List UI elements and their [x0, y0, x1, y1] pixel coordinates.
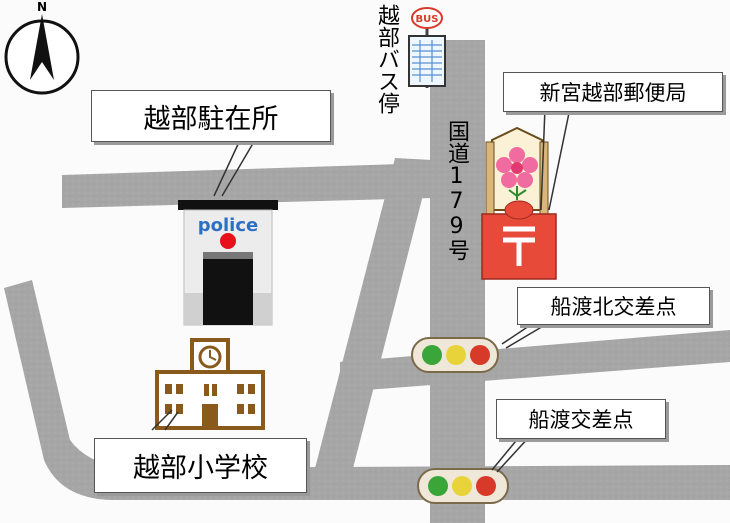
roads [4, 40, 730, 523]
flower-icon [496, 147, 538, 200]
police-door [203, 252, 253, 325]
school-label: 越部小学校 [94, 438, 307, 493]
bus-stop-sign: BUS [408, 7, 446, 88]
police-box: police [178, 200, 278, 326]
road-upper-horizontal [62, 163, 432, 208]
post-office [481, 126, 557, 280]
signal-red-icon [470, 345, 490, 365]
bus-sign-label: BUS [416, 14, 439, 25]
north-crossing-label: 船渡北交差点 [517, 287, 710, 325]
police-roof [178, 200, 278, 210]
compass-needle-icon [30, 14, 54, 80]
signal-yellow-icon [446, 345, 466, 365]
police-sign-text: police [198, 215, 258, 236]
bus-sign-head [411, 7, 443, 29]
signal-green-icon [422, 345, 442, 365]
signal-red-icon [476, 476, 496, 496]
road-left-curve [4, 280, 730, 500]
post-office-label: 新宮越部郵便局 [503, 72, 723, 112]
signal-yellow-icon [452, 476, 472, 496]
signal-green-icon [428, 476, 448, 496]
signal-north [411, 337, 499, 373]
route-179-label: 国道179号 [444, 120, 469, 261]
road-middle-horizontal [340, 330, 730, 392]
post-mark-icon [503, 226, 535, 266]
compass-north-label: N [37, 0, 47, 14]
compass: N [4, 0, 80, 95]
signal-south [417, 468, 509, 504]
road-route-179 [430, 40, 485, 523]
school-building [155, 338, 265, 430]
bus-stop-label: 越部バス停 [374, 4, 399, 114]
crossing-label: 船渡交差点 [496, 399, 666, 439]
road-diagonal [312, 158, 432, 480]
police-box-label: 越部駐在所 [91, 90, 331, 142]
callout-pointers [151, 107, 571, 473]
police-lamp-icon [220, 233, 236, 249]
bus-timetable-icon [408, 35, 446, 87]
